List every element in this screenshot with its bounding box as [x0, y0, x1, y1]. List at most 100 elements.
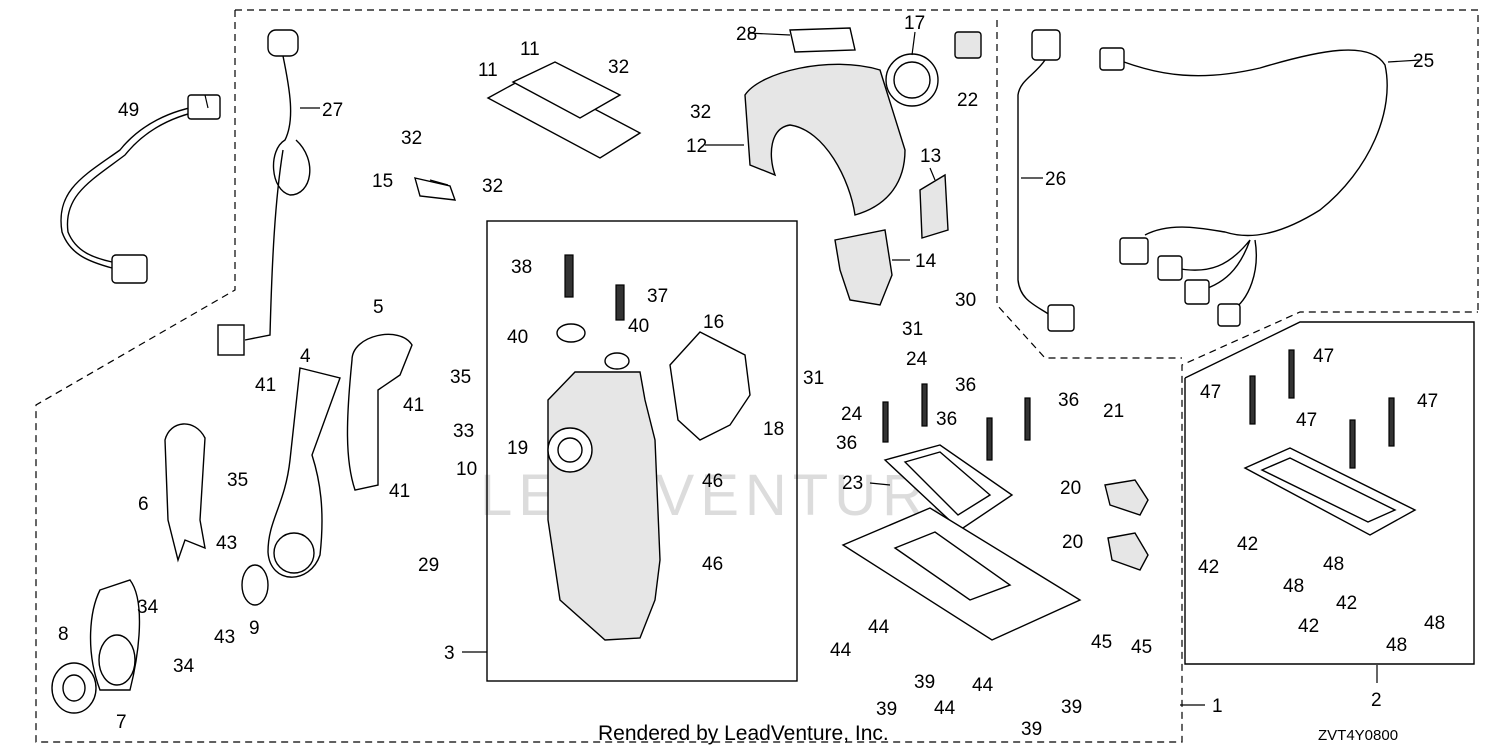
- callout-39-a: 39: [876, 699, 897, 720]
- cap-22: [954, 31, 982, 59]
- holder-14: [834, 229, 893, 306]
- callout-20-lower: 20: [1062, 532, 1083, 553]
- plate-base-window: [893, 531, 1012, 601]
- frame-main-outline: [35, 10, 1478, 743]
- callout-34-lower: 34: [173, 656, 195, 677]
- connector-25c: [1157, 255, 1183, 281]
- gasket-17-inner: [893, 61, 931, 99]
- connector-25a: [1099, 47, 1125, 71]
- callout-48-d: 48: [1386, 635, 1407, 656]
- callout-47-d: 47: [1296, 410, 1317, 431]
- callout-47-a: 47: [1313, 346, 1334, 367]
- callout-27: 27: [322, 100, 343, 121]
- callout-48-c: 48: [1424, 613, 1445, 634]
- arm-4-hub: [273, 532, 315, 574]
- callout-44-a: 44: [868, 617, 890, 638]
- bolt-47c: [1349, 419, 1356, 469]
- callout-19: 19: [507, 438, 528, 459]
- callout-3: 3: [444, 643, 455, 664]
- cover-6: [164, 423, 206, 563]
- bolt-47d: [1388, 397, 1395, 447]
- callout-8: 8: [58, 624, 69, 645]
- cable-49: [60, 104, 206, 269]
- spacer-2: [1243, 447, 1417, 536]
- drawing-code: ZVT4Y0800: [1318, 727, 1398, 744]
- callout-46-b: 46: [702, 554, 723, 575]
- callout-2: 2: [1371, 690, 1382, 711]
- callout-10: 10: [456, 459, 477, 480]
- wire-26: [1017, 59, 1051, 316]
- callout-44-c: 44: [972, 675, 994, 696]
- callout-39-c: 39: [1061, 697, 1082, 718]
- callout-23: 23: [842, 473, 863, 494]
- callout-28: 28: [736, 24, 757, 45]
- callout-42-a: 42: [1237, 534, 1258, 555]
- callout-30: 30: [955, 290, 976, 311]
- bolt-47a: [1249, 375, 1256, 425]
- callout-6: 6: [138, 494, 149, 515]
- block-20b: [1107, 532, 1149, 571]
- footer-credit: Rendered by LeadVenture, Inc.: [598, 722, 889, 745]
- callout-25: 25: [1413, 51, 1434, 72]
- bolt-36a: [882, 401, 889, 443]
- cable-49-inner: [66, 109, 206, 263]
- callout-40-b: 40: [628, 316, 649, 337]
- nut-40b: [604, 352, 630, 370]
- callout-22: 22: [957, 90, 978, 111]
- callout-29: 29: [418, 555, 439, 576]
- callout-31-upper: 31: [902, 319, 923, 340]
- callout-46-a: 46: [702, 471, 723, 492]
- callout-43-upper: 43: [216, 533, 237, 554]
- callout-33: 33: [453, 421, 474, 442]
- callout-16: 16: [703, 312, 724, 333]
- callout-11-upper: 11: [520, 39, 540, 60]
- callout-5: 5: [373, 297, 384, 318]
- assembly-frames: [35, 9, 1479, 743]
- callout-48-a: 48: [1323, 554, 1344, 575]
- frame-part2: [1184, 321, 1475, 665]
- callout-24-lower: 24: [841, 404, 863, 425]
- grommet-8: [51, 662, 97, 714]
- frame-top: [235, 9, 1479, 312]
- bracket-11-upper: [511, 61, 622, 119]
- callout-21: 21: [1103, 401, 1124, 422]
- arm-4: [267, 367, 341, 578]
- callout-40-a: 40: [507, 327, 528, 348]
- callout-32-c: 32: [401, 128, 422, 149]
- cover-12: [744, 63, 906, 216]
- callout-20-upper: 20: [1060, 478, 1081, 499]
- bolt-36c: [986, 417, 993, 461]
- lid-13: [919, 173, 949, 239]
- nut-40a: [556, 323, 586, 343]
- lever-5: [346, 333, 413, 491]
- callout-39-b: 39: [914, 672, 935, 693]
- callout-35-upper: 35: [450, 367, 471, 388]
- callout-43-lower: 43: [214, 627, 235, 648]
- frame-control-box: [486, 220, 798, 682]
- callout-38: 38: [511, 257, 532, 278]
- callout-42-d: 42: [1298, 616, 1319, 637]
- callout-49: 49: [118, 100, 139, 121]
- wire-27: [244, 55, 311, 341]
- bolt-47b: [1288, 349, 1295, 399]
- callout-44-b: 44: [830, 640, 852, 661]
- callout-37: 37: [647, 286, 668, 307]
- gasket-23-inner: [903, 451, 992, 516]
- bolt-36d: [1024, 397, 1031, 441]
- connector-26b: [1047, 304, 1075, 332]
- callout-18: 18: [763, 419, 784, 440]
- callout-42-c: 42: [1336, 593, 1357, 614]
- grommet-8-inner: [62, 674, 86, 702]
- callout-11-lower: 11: [478, 60, 498, 81]
- spacer-2-inner: [1260, 457, 1397, 523]
- plate-base: [841, 507, 1082, 641]
- connector-25b: [1119, 237, 1149, 265]
- switch-27: [267, 29, 299, 57]
- callout-36-c: 36: [936, 409, 957, 430]
- callout-13: 13: [920, 146, 941, 167]
- callout-45-b: 45: [1131, 637, 1152, 658]
- callout-36-b: 36: [1058, 390, 1079, 411]
- callout-36-a: 36: [955, 375, 976, 396]
